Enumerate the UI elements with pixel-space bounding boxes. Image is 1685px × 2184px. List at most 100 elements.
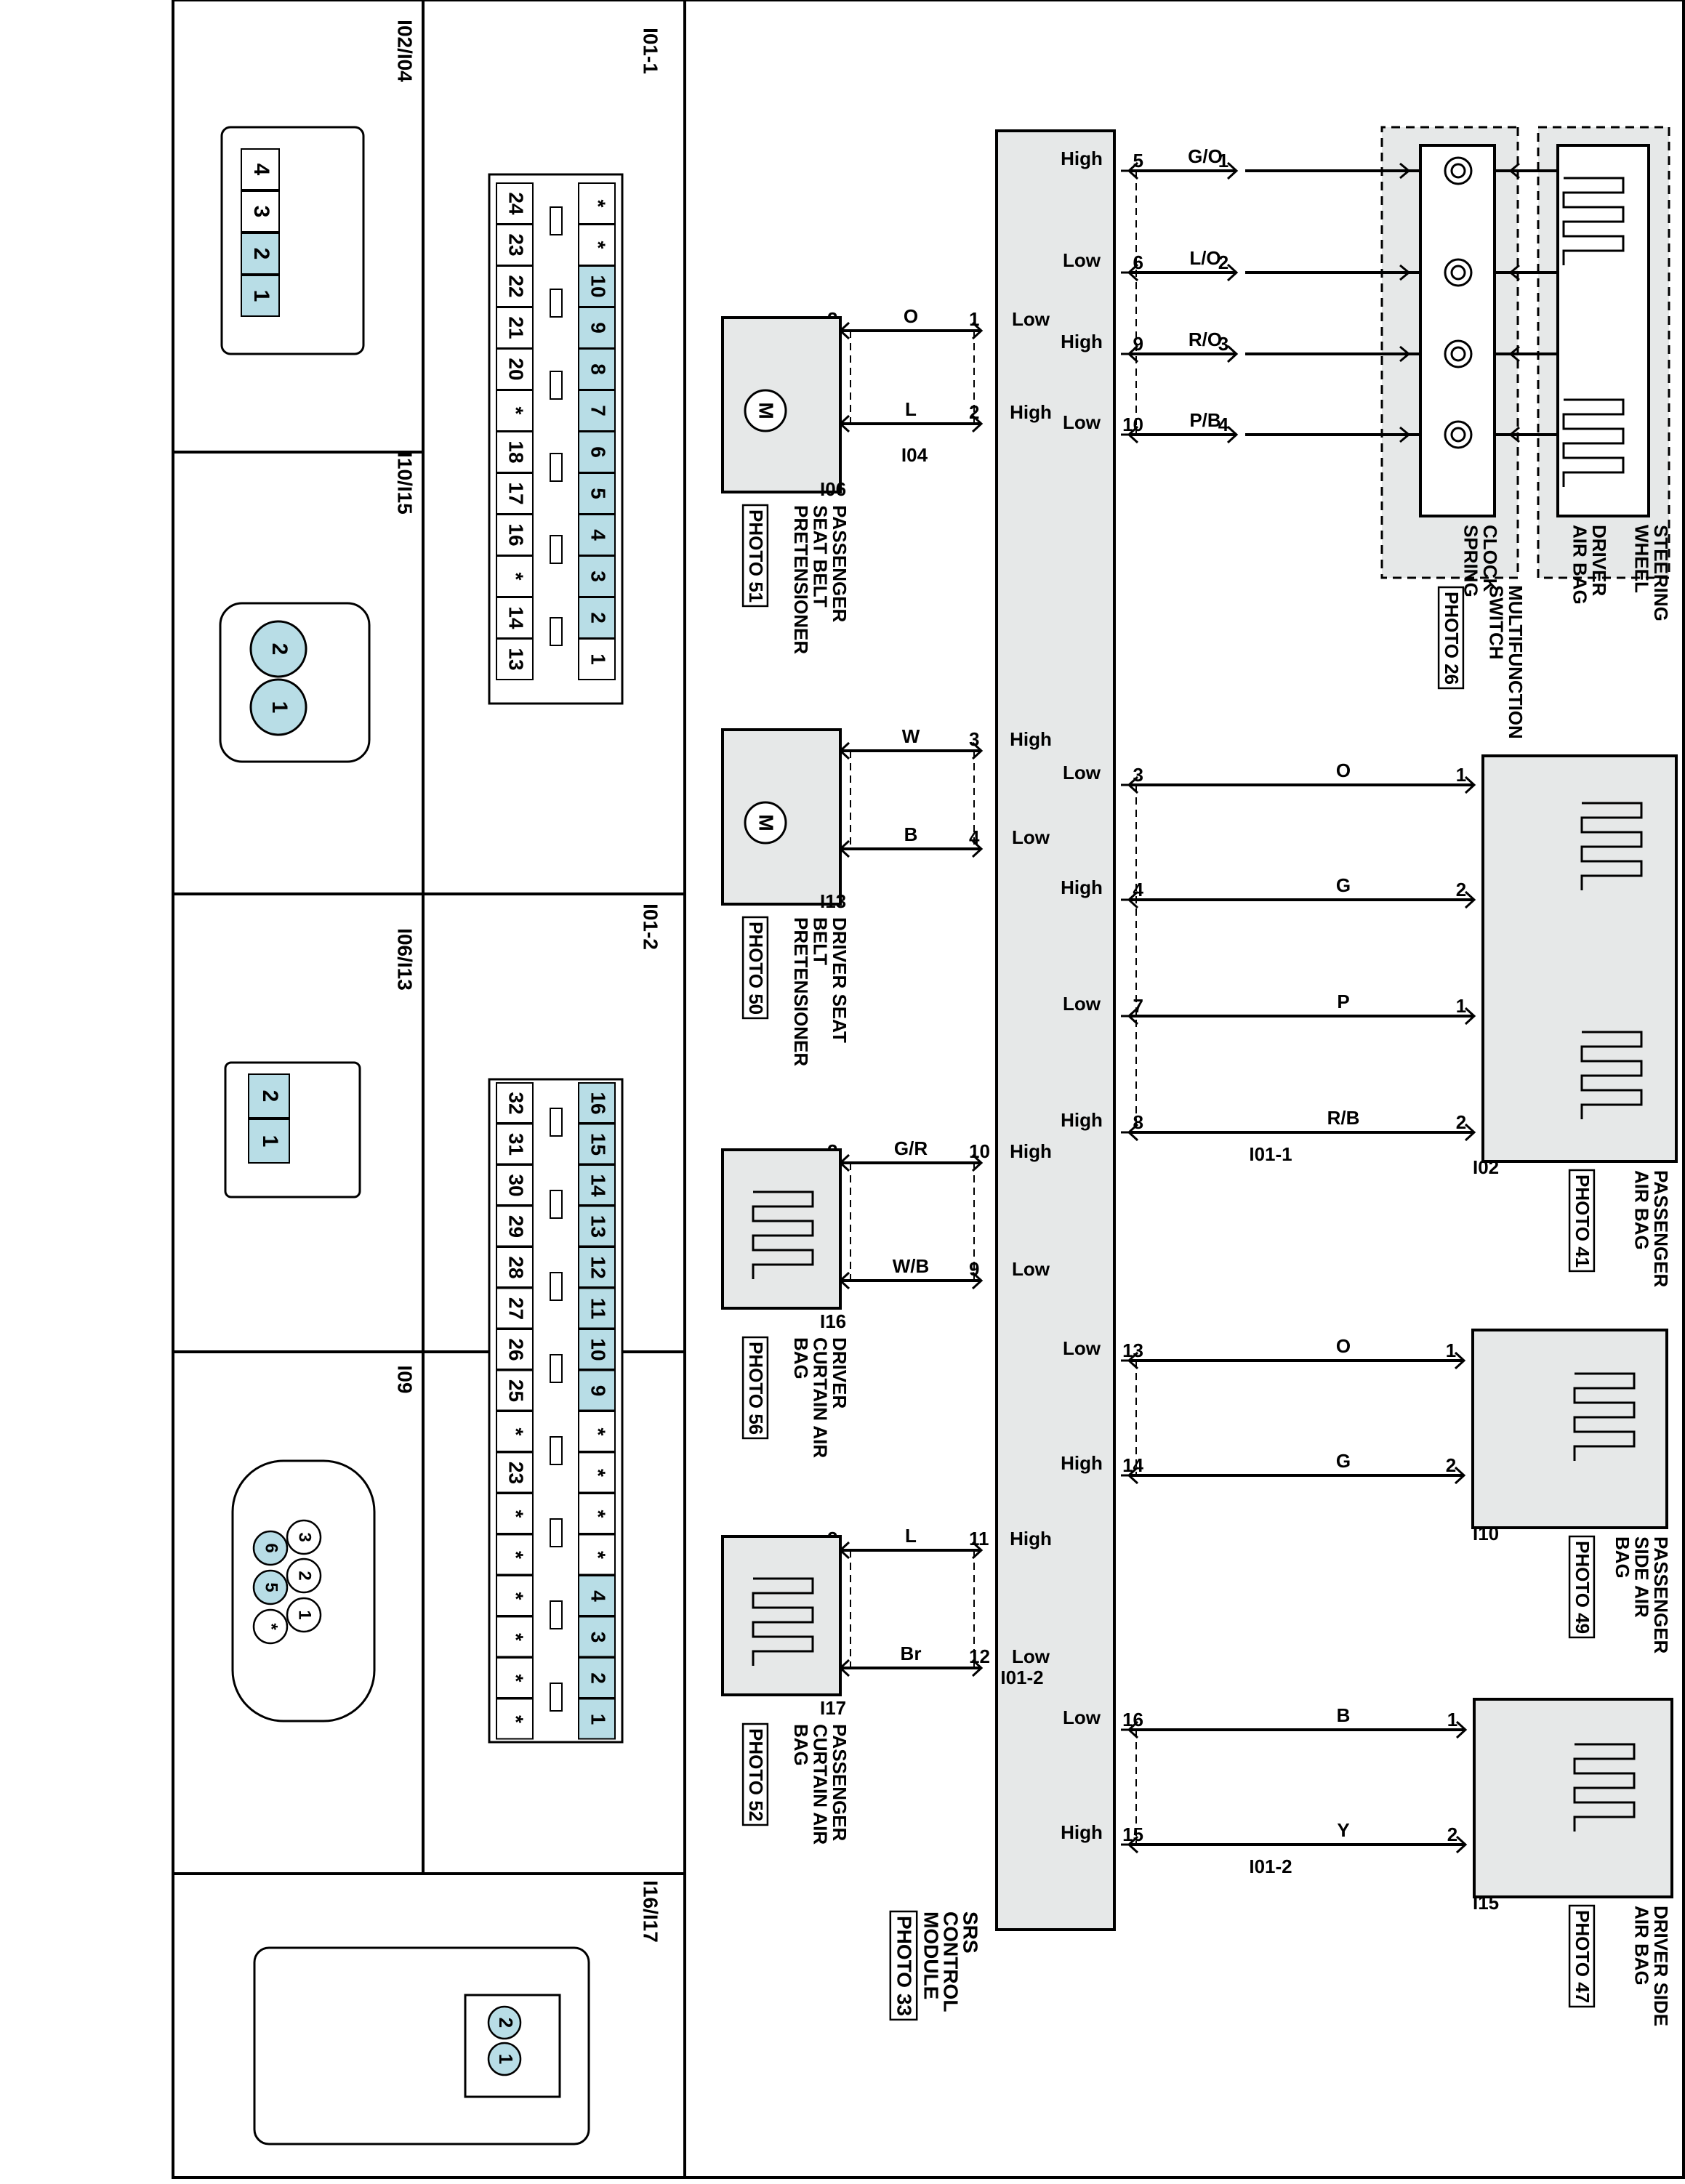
igniter-path [752,1577,814,1666]
latch-slot [550,1108,563,1137]
pin-cell-I01-2-r1 [578,1534,616,1576]
pin-I01-2-r1: 3 [587,1632,610,1643]
pin-I09: 3 [295,1532,315,1542]
component-photo-I10: PHOTO 49 [1572,1541,1593,1634]
pin-cell-I01-2-r1 [578,1164,616,1206]
pin-I01-2-r2: * [505,1675,528,1683]
pin-circle-I09 [286,1558,322,1594]
pin-I02-I04: 4 [249,164,273,176]
component-terminal-top [1455,1720,1468,1739]
clock-spring-coil-inner [1450,163,1466,179]
pin-I01-2-r2: * [505,1633,528,1641]
pin-I10-I15: 2 [268,643,291,656]
latch-slot [550,1683,563,1712]
wire-color-bottom-10: G/R [894,1137,928,1159]
component-terminal-top [1464,1123,1476,1142]
pin-I01-1-r1: 7 [587,405,610,416]
pin-I01-1-r2: * [505,407,528,415]
clock-spring-label: CLOCK [1479,525,1501,592]
motor-symbol [744,801,787,845]
steering-wheel-label: WHEEL [1631,525,1653,593]
pin-I09: * [262,1623,281,1630]
wire-color-top-8: R/B [1327,1107,1360,1129]
airbag-terminal [1508,345,1520,363]
pin-cell-I01-1-r1 [578,638,616,680]
pin-cell-I02-I04 [241,275,280,317]
level-top-15: High [1061,1821,1103,1843]
module-pin-top-4: 4 [1133,879,1144,900]
pin-cell-I01-2-r1 [578,1287,616,1329]
level-bottom-3: High [1010,728,1052,750]
wire-color-bottom-3: W [902,725,920,747]
pin-cell-I01-2-r2 [496,1616,534,1658]
steering-wheel-label: STEERING [1650,525,1672,621]
wire-color-bottom-2: L [905,398,917,420]
pin-circle-I09 [286,1519,322,1555]
airbag-terminal [1508,426,1520,443]
multifunction-switch-photo: PHOTO 26 [1441,592,1463,685]
pin-I01-1-r2: 20 [505,358,528,380]
component-name-I02: PASSENGER [1650,1170,1672,1288]
passenger-airbag-body [1481,754,1678,1163]
component-photo-I16-box [741,1336,769,1440]
pin-I01-1-r2: 14 [505,606,528,629]
srs-module-label: SRS [960,1911,982,1954]
pin-I01-1-r1: 6 [587,446,610,458]
clock-spring-terminal [1399,345,1411,363]
driver-airbag-label: AIR BAG [1569,525,1591,605]
module-terminal-bottom-11 [971,1541,984,1560]
pin-I01-1-r2: 13 [505,648,528,670]
ext-pin-top-13: 1 [1446,1339,1456,1361]
pin-I01-2-r2: 29 [505,1215,528,1238]
pin-cell-I01-1-r2 [496,431,534,473]
pin-I01-2-r1: 15 [587,1133,610,1156]
clock-spring-label: SPRING [1460,525,1482,597]
pin-I01-2-r1: 2 [587,1672,610,1684]
module-terminal-top-8 [1127,1123,1139,1142]
clock-spring-terminal [1399,162,1411,180]
pin-cell-I01-2-r2 [496,1493,534,1534]
pin-I01-2-r2: 30 [505,1174,528,1196]
connector-I06-I13-body [224,1061,361,1198]
igniter-path [1573,1743,1636,1832]
wire-color-bottom-12: Br [901,1643,922,1664]
pin-circle-I16-I17 [487,2042,522,2076]
clock-spring-coil-inner [1450,346,1466,362]
module-pin-bottom-11: 11 [969,1528,989,1550]
pin-I01-1-r1: 10 [587,275,610,297]
latch-slot [550,453,563,482]
pin-circle-I09 [286,1597,322,1633]
igniter-path [752,1190,814,1279]
connector-views-panel: I01-1I01-2I02/I04I10/I15I06/I13I09I16/I1… [173,0,685,2145]
pin-I01-1-r1: 4 [587,529,610,541]
level-top-16: Low [1063,1706,1101,1728]
pin-I01-2-r1: 10 [587,1338,610,1361]
level-bottom-12: Low [1012,1645,1050,1667]
pin-I16-I17: 1 [495,2054,517,2064]
pin-I01-1-r2: 16 [505,523,528,546]
module-terminal-top-14 [1127,1466,1139,1485]
pin-cell-I01-1-r2 [496,638,534,680]
pin-cell-I01-1-r1 [578,390,616,432]
component-terminal-top [1464,1007,1476,1025]
page-frame [172,0,1685,2179]
pin-cell-I01-1-r2 [496,307,534,349]
pin-I06-I13: 1 [258,1135,282,1148]
level-top-10: Low [1063,411,1101,433]
pin-I09: 5 [262,1582,281,1592]
component-terminal-top [1226,161,1239,180]
pin-cell-I01-2-r2 [496,1698,534,1740]
component-name-I13: PRETENSIONER [790,917,812,1066]
pin-I01-2-r1: 12 [587,1256,610,1278]
component-name-I15: DRIVER SIDE [1650,1906,1672,2026]
clock-spring-coil-inner [1450,265,1466,281]
component-name-I17: PASSENGER [829,1724,850,1842]
multifunction-switch-photo-box [1437,586,1465,690]
component-name-I16: CURTAIN AIR [810,1337,832,1458]
module-pin-top-16: 16 [1122,1709,1143,1730]
module-terminal-bottom-9 [971,1271,984,1290]
igniter-path [1573,1372,1636,1461]
srs-module-name: MODULE [920,1911,943,1999]
connector-id-I16: I16 [820,1310,846,1332]
